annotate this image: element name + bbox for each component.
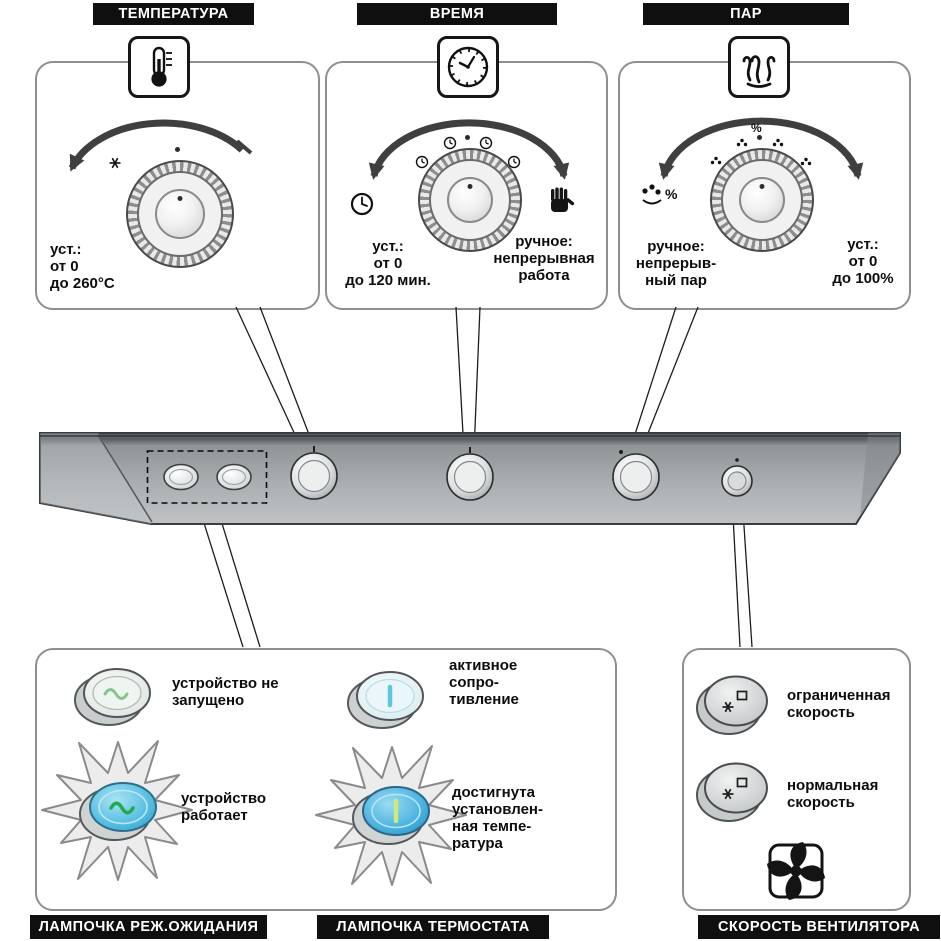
panel-time-knob (446, 447, 494, 501)
fan-limited-label: ограниченная скорость (787, 687, 891, 721)
steam-dial (710, 148, 814, 252)
steam-tile (728, 36, 790, 98)
thermometer-tile (128, 36, 190, 98)
time-range-label: уст.: от 0 до 120 мин. (345, 238, 431, 289)
clock-icon (447, 46, 489, 88)
percent-symbol: % (665, 186, 678, 202)
steam-range-label: уст.: от 0 до 100% (832, 236, 894, 287)
temperature-range-label: уст.: от 0 до 260°C (50, 241, 115, 292)
panel-steam-knob (612, 450, 660, 501)
temperature-header: ТЕМПЕРАТУРА (93, 3, 254, 25)
fan-footer: СКОРОСТЬ ВЕНТИЛЯТОРА (698, 915, 940, 939)
lamps-box (35, 648, 617, 911)
fan-normal-label: нормальная скорость (787, 777, 879, 811)
time-dial-mark (465, 135, 470, 140)
standby-on-label: устройство работает (181, 790, 267, 824)
time-header: ВРЕМЯ (357, 3, 557, 25)
steam-dial-mark (757, 135, 762, 140)
thermostat-on-label: достигнута установлен- ная темпе- ратура (452, 784, 543, 852)
standby-lights-outline (146, 450, 268, 504)
thermostat-footer: ЛАМПОЧКА ТЕРМОСТАТА (317, 915, 549, 939)
steam-header: ПАР (643, 3, 849, 25)
percent-symbol: % (751, 121, 762, 135)
panel-temperature-knob (290, 446, 338, 500)
temperature-dial (126, 160, 234, 268)
panel-fan-knob (721, 458, 753, 497)
standby-footer: ЛАМПОЧКА РЕЖ.ОЖИДАНИЯ (30, 915, 267, 939)
clock-tile (437, 36, 499, 98)
control-panel (39, 432, 901, 525)
steam-manual-label: ручное: непрерыв- ный пар (635, 238, 717, 289)
thermostat-off-label: активное сопро- тивление (449, 657, 519, 708)
panel-standby-light-right (216, 463, 252, 491)
steam-icon (742, 55, 776, 88)
temperature-dial-mark (175, 147, 180, 152)
callout-lines (197, 306, 753, 648)
standby-off-label: устройство не запущено (172, 675, 279, 709)
thermometer-icon (151, 46, 172, 87)
panel-standby-light-left (163, 463, 199, 491)
time-manual-label: ручное: непрерывная работа (493, 233, 595, 284)
